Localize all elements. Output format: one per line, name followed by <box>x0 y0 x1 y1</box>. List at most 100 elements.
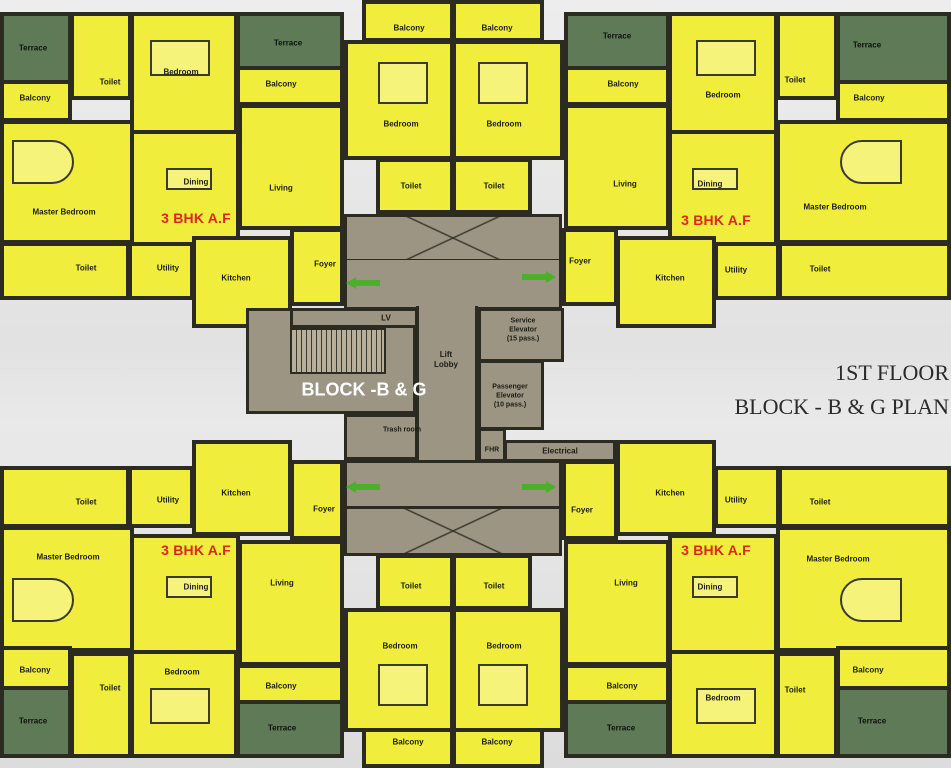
stair-flight <box>290 328 386 374</box>
toilet-br-2 <box>776 652 838 758</box>
floor-title: 1ST FLOOR <box>835 360 949 385</box>
label-toilet: Toilet <box>75 497 97 507</box>
trash-room-box <box>344 414 418 460</box>
label-balcony: Balcony <box>481 737 513 747</box>
foyer-bl <box>290 460 344 540</box>
unit-type-label: 3 BHK A.F <box>681 542 751 558</box>
label-toilet: Toilet <box>99 683 121 693</box>
label-toilet: Toilet <box>400 181 422 191</box>
label-toilet: Toilet <box>483 581 505 591</box>
toilet-bl-2 <box>70 652 132 758</box>
balcony-bc-1 <box>362 728 454 768</box>
label-terrace: Terrace <box>602 31 632 41</box>
foyer-br <box>562 460 618 540</box>
terrace-br-2 <box>836 686 951 758</box>
bed-tc-2 <box>478 62 528 104</box>
bed-br-1 <box>696 688 756 724</box>
label-balcony: Balcony <box>19 93 51 103</box>
kitchen-bl <box>192 440 292 536</box>
balcony-tl-1 <box>0 80 72 122</box>
label-balcony: Balcony <box>393 23 425 33</box>
passenger-elevator-box <box>478 360 544 430</box>
label-master-bedroom: Master Bedroom <box>36 552 100 562</box>
fhr-label: FHR <box>484 446 500 454</box>
foyer-tr <box>562 228 618 306</box>
toilet-tl-1 <box>70 12 132 100</box>
arrow-right-icon <box>522 271 556 283</box>
balcony-bc-2 <box>452 728 544 768</box>
bedroom-bl <box>130 650 238 758</box>
label-toilet: Toilet <box>99 77 121 87</box>
label-bedroom: Bedroom <box>163 67 199 77</box>
label-bedroom: Bedroom <box>705 693 741 703</box>
toilet-tc-2 <box>452 158 532 214</box>
label-bedroom: Bedroom <box>382 641 418 651</box>
lift-lobby-label: Lift Lobby <box>434 350 458 369</box>
balcony-tc-1 <box>362 0 454 42</box>
toilet-tr-1 <box>776 12 838 100</box>
arrow-left-icon <box>346 481 380 493</box>
label-bedroom: Bedroom <box>383 119 419 129</box>
service-elevator-label: Service Elevator (15 pass.) <box>506 317 540 343</box>
terrace-bl-1 <box>0 686 72 758</box>
label-kitchen: Kitchen <box>221 273 251 283</box>
toilet-br-1 <box>778 466 951 528</box>
label-foyer: Foyer <box>313 504 335 514</box>
label-terrace: Terrace <box>606 723 636 733</box>
label-balcony: Balcony <box>392 737 424 747</box>
label-terrace: Terrace <box>857 716 887 726</box>
utility-tl <box>128 242 194 300</box>
unit-type-label: 3 BHK A.F <box>161 210 231 226</box>
bed-tc-1 <box>378 62 428 104</box>
living-tr <box>564 104 670 230</box>
dining-tr <box>668 130 778 250</box>
duct-bottom <box>344 506 562 556</box>
living-bl <box>238 540 344 666</box>
toilet-tl-2 <box>0 242 130 300</box>
electrical-label: Electrical <box>542 446 578 456</box>
foyer-tl <box>290 228 344 306</box>
label-toilet: Toilet <box>483 181 505 191</box>
label-master-bedroom: Master Bedroom <box>806 554 870 564</box>
bed-bl-master <box>12 578 74 622</box>
label-terrace: Terrace <box>852 40 882 50</box>
label-dining: Dining <box>183 582 209 592</box>
label-kitchen: Kitchen <box>655 488 685 498</box>
block-label: BLOCK -B & G <box>301 379 427 400</box>
lv-room <box>290 308 418 328</box>
label-master-bedroom: Master Bedroom <box>803 202 867 212</box>
label-utility: Utility <box>724 265 748 275</box>
label-bedroom: Bedroom <box>705 90 741 100</box>
label-balcony: Balcony <box>607 79 639 89</box>
living-tl <box>238 104 344 230</box>
label-dining: Dining <box>697 179 723 189</box>
balcony-bl-2 <box>236 664 344 704</box>
arrow-right-icon <box>522 481 556 493</box>
terrace-tl-1 <box>0 12 72 84</box>
label-balcony: Balcony <box>265 681 297 691</box>
label-foyer: Foyer <box>569 256 591 266</box>
bed-tr-1 <box>696 40 756 76</box>
label-dining: Dining <box>697 582 723 592</box>
label-terrace: Terrace <box>18 43 48 53</box>
label-balcony: Balcony <box>606 681 638 691</box>
balcony-tc-2 <box>452 0 544 42</box>
label-balcony: Balcony <box>265 79 297 89</box>
label-foyer: Foyer <box>314 259 336 269</box>
label-terrace: Terrace <box>267 723 297 733</box>
toilet-tr-2 <box>778 242 951 300</box>
label-bedroom: Bedroom <box>164 667 200 677</box>
terrace-tr-1 <box>564 12 670 70</box>
unit-type-label: 3 BHK A.F <box>161 542 231 558</box>
label-foyer: Foyer <box>571 505 593 515</box>
table-tr <box>692 168 738 190</box>
dining-tl <box>130 130 240 250</box>
bed-bc-1 <box>378 664 428 706</box>
bed-br-master <box>840 578 902 622</box>
label-bedroom: Bedroom <box>486 119 522 129</box>
bed-tl-master <box>12 140 74 184</box>
table-br <box>692 576 738 598</box>
label-living: Living <box>614 578 638 588</box>
terrace-bl-2 <box>236 700 344 758</box>
bedroom-tc-2 <box>452 40 564 160</box>
